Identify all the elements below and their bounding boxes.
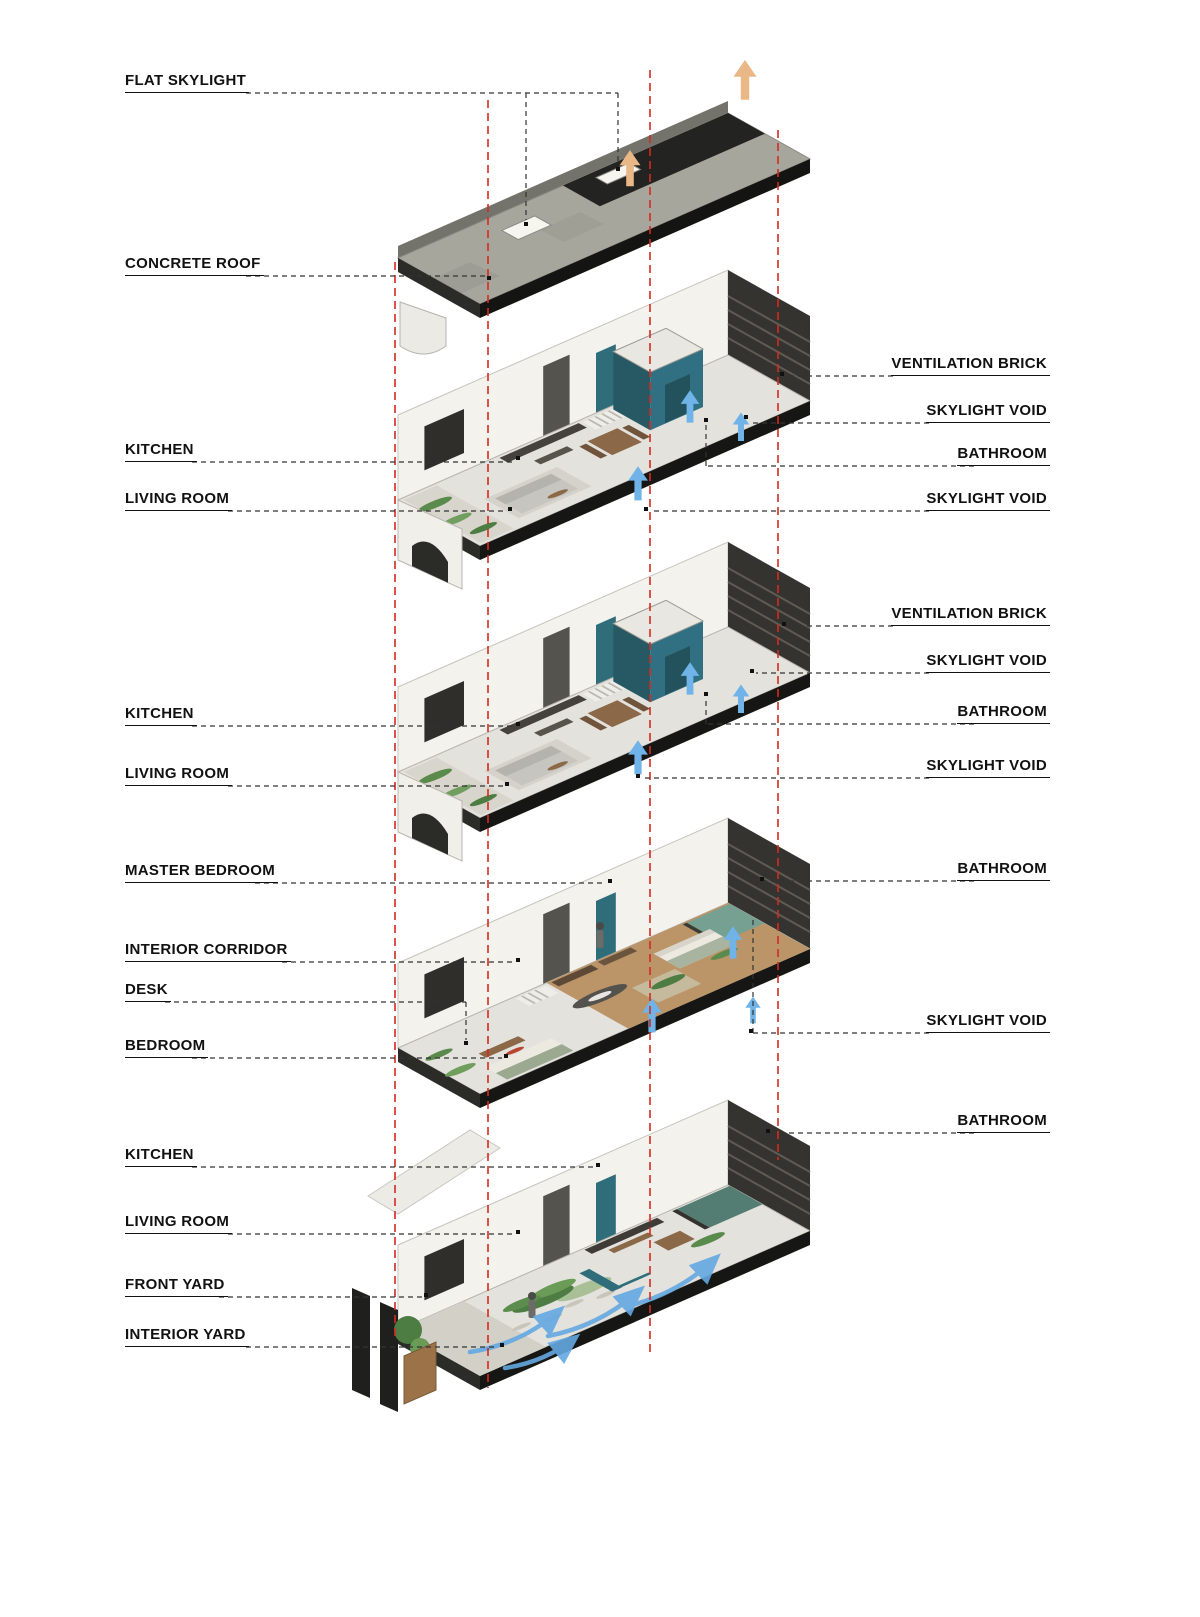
- level-third-floor: [397, 269, 811, 590]
- person-figure: [528, 1292, 536, 1318]
- label-bathroom-3f: BATHROOM: [957, 445, 1050, 466]
- label-living-room-gf: LIVING ROOM: [125, 1213, 233, 1234]
- label-interior-yard: INTERIOR YARD: [125, 1326, 249, 1347]
- label-bathroom-1f: BATHROOM: [957, 860, 1050, 881]
- label-skylight-void-2f-a: SKYLIGHT VOID: [926, 652, 1050, 673]
- label-kitchen-3f: KITCHEN: [125, 441, 197, 462]
- warm-air-arrow: [733, 59, 757, 100]
- label-front-yard: FRONT YARD: [125, 1276, 228, 1297]
- leader-dots: [424, 167, 786, 1347]
- front-yard: [352, 1288, 437, 1412]
- label-kitchen-2f: KITCHEN: [125, 705, 197, 726]
- level-second-floor: [397, 541, 811, 862]
- label-skylight-void-2f-b: SKYLIGHT VOID: [926, 757, 1050, 778]
- level-first-floor: [396, 817, 811, 1109]
- label-interior-corridor: INTERIOR CORRIDOR: [125, 941, 291, 962]
- label-skylight-void-3f-b: SKYLIGHT VOID: [926, 490, 1050, 511]
- label-bathroom-gf: BATHROOM: [957, 1112, 1050, 1133]
- leader-lines-left: [165, 92, 619, 1348]
- label-master-bedroom: MASTER BEDROOM: [125, 862, 279, 883]
- label-desk: DESK: [125, 981, 171, 1002]
- label-bedroom: BEDROOM: [125, 1037, 209, 1058]
- airflow-curved-arrows: [467, 1253, 721, 1371]
- leader-lines-right: [642, 375, 974, 1134]
- label-ventilation-brick-2f: VENTILATION BRICK: [891, 605, 1050, 626]
- person-figure: [596, 922, 604, 948]
- label-bathroom-2f: BATHROOM: [957, 703, 1050, 724]
- roof-slab: [396, 59, 812, 355]
- label-living-room-2f: LIVING ROOM: [125, 765, 233, 786]
- label-concrete-roof: CONCRETE ROOF: [125, 255, 264, 276]
- label-kitchen-gf: KITCHEN: [125, 1146, 197, 1167]
- label-flat-skylight: FLAT SKYLIGHT: [125, 72, 250, 93]
- flat-skylight-opening: [500, 215, 553, 241]
- label-living-room-3f: LIVING ROOM: [125, 490, 233, 511]
- red-section-lines: [394, 70, 779, 1388]
- sloped-canopy: [367, 1129, 501, 1215]
- roof-facade-arch-fragment: [399, 301, 447, 355]
- wood-gate: [403, 1341, 437, 1405]
- label-ventilation-brick-3f: VENTILATION BRICK: [891, 355, 1050, 376]
- level-ground-floor: [352, 1099, 811, 1412]
- label-skylight-void-3f-a: SKYLIGHT VOID: [926, 402, 1050, 423]
- label-skylight-void-1f: SKYLIGHT VOID: [926, 1012, 1050, 1033]
